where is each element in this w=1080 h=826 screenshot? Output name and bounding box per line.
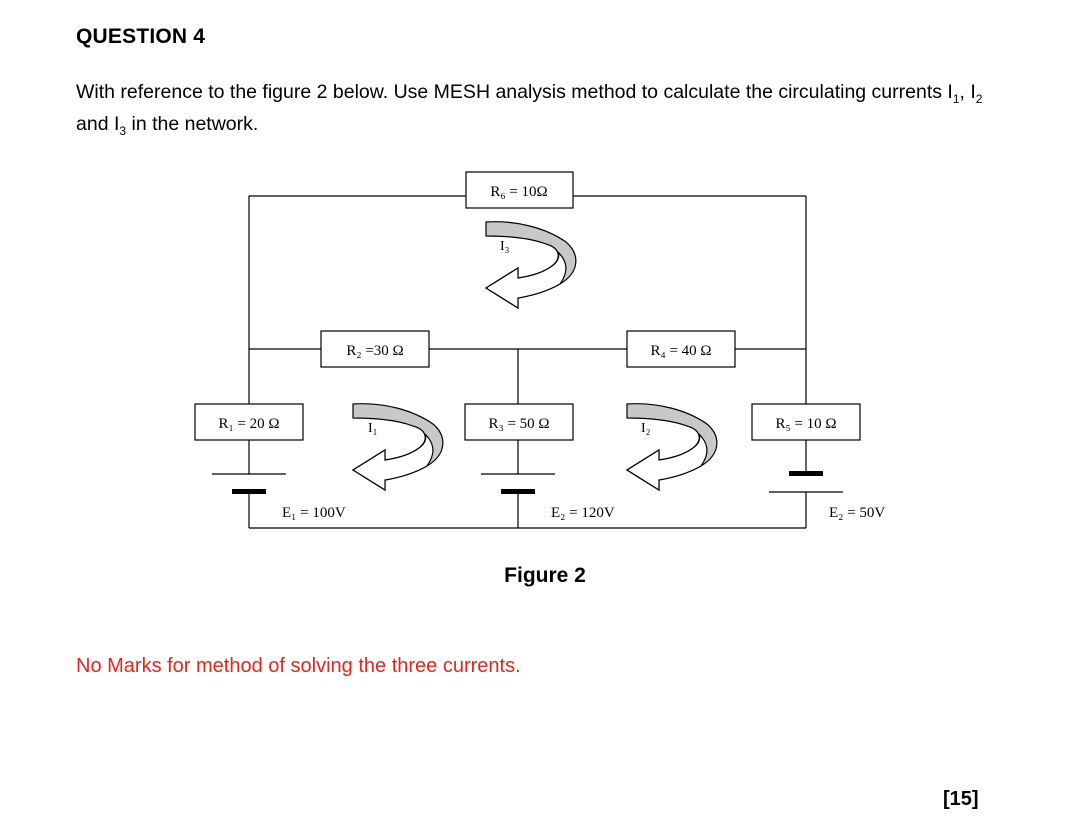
resistor-r3 <box>464 403 574 441</box>
r1-label: R₁ = 20 Ω <box>218 416 279 432</box>
subscript: 2 <box>975 91 983 106</box>
r4-label: R₄ = 40 Ω <box>650 343 711 359</box>
resistor-r6 <box>465 171 574 209</box>
i3-label: I₃ <box>500 239 510 254</box>
question-text-part: in the network. <box>126 112 259 135</box>
battery-e1 <box>212 473 286 494</box>
battery-e2 <box>481 473 555 494</box>
resistor-r5 <box>751 403 861 441</box>
question-text: With reference to the figure 2 below. Us… <box>76 80 1016 144</box>
question-text-part: With reference to the figure 2 below. Us… <box>76 81 953 103</box>
e3-label: E₂ = 50V <box>829 505 885 521</box>
r2-label: R₂ =30 Ω <box>346 343 403 359</box>
resistor-r1 <box>194 403 304 441</box>
question-text-part: , I <box>959 81 976 103</box>
i2-label: I₂ <box>641 421 651 436</box>
circuit-wires <box>248 195 807 529</box>
subscript: 3 <box>119 123 127 138</box>
resistor-r2 <box>320 330 430 368</box>
question-heading: QUESTION 4 <box>76 25 206 48</box>
r5-label: R₅ = 10 Ω <box>775 416 836 432</box>
i1-label: I₁ <box>368 421 378 436</box>
mesh-current-arrow-i1 <box>352 403 444 491</box>
mesh-current-arrow-i2 <box>626 403 718 491</box>
r3-label: R₃ = 50 Ω <box>488 416 549 432</box>
figure-caption: Figure 2 <box>504 564 586 587</box>
marks-total: [15] <box>943 788 979 810</box>
subscript: 1 <box>952 91 960 106</box>
battery-e3 <box>769 471 843 493</box>
e2-label: E₂ = 120V <box>551 505 615 521</box>
question-text-part: and I <box>76 112 120 135</box>
mesh-current-arrow-i3 <box>485 221 577 309</box>
e1-label: E₁ = 100V <box>282 505 346 521</box>
r6-label: R₆ = 10Ω <box>490 184 547 200</box>
resistor-r4 <box>626 330 736 368</box>
marking-note: No Marks for method of solving the three… <box>76 655 521 677</box>
